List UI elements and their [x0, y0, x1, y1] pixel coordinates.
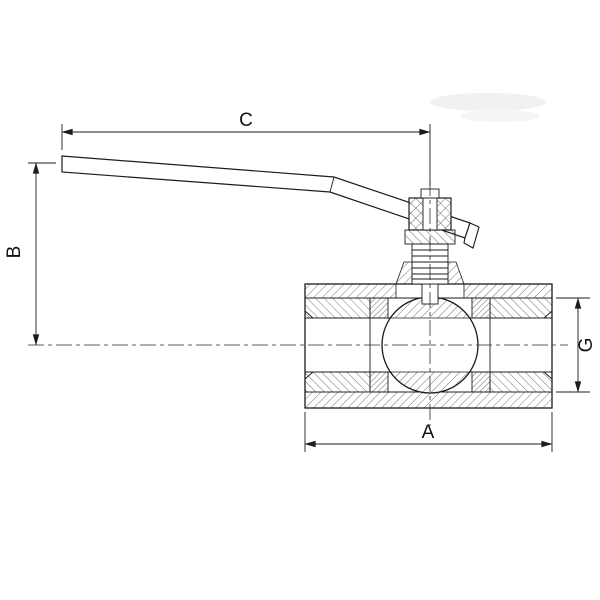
- chamfer-line: [304, 310, 314, 319]
- dimension-a: A: [304, 412, 553, 452]
- seat-bottom-left: [369, 371, 389, 393]
- body-wall-top-left: [304, 283, 397, 299]
- chamfer-line: [304, 371, 314, 380]
- body-wall-top-right: [463, 283, 553, 299]
- watermark: [430, 93, 546, 122]
- handle-end-tab: [463, 222, 480, 249]
- dimension-label-a: A: [422, 422, 435, 443]
- centerlines: [28, 180, 568, 426]
- chamfer-line: [543, 310, 553, 319]
- lever-handle: [61, 155, 480, 249]
- neck-section-left: [395, 261, 413, 285]
- dimension-g: G: [556, 297, 597, 393]
- seat-top-right: [471, 297, 491, 319]
- right-port-threads: [489, 297, 553, 393]
- seat-top-left: [369, 297, 389, 319]
- neck-section-right: [447, 261, 465, 285]
- handle-bend-line: [329, 176, 335, 193]
- dimension-label-c: C: [239, 110, 253, 131]
- dimension-c: C: [61, 110, 431, 186]
- dimension-label-g: G: [576, 338, 597, 353]
- body-wall-bottom: [304, 391, 553, 409]
- seat-bottom-right: [471, 371, 491, 393]
- chamfer-line: [543, 371, 553, 380]
- dimension-label-b: B: [4, 246, 25, 259]
- dimension-b: B: [4, 162, 56, 346]
- left-port-threads: [304, 297, 371, 393]
